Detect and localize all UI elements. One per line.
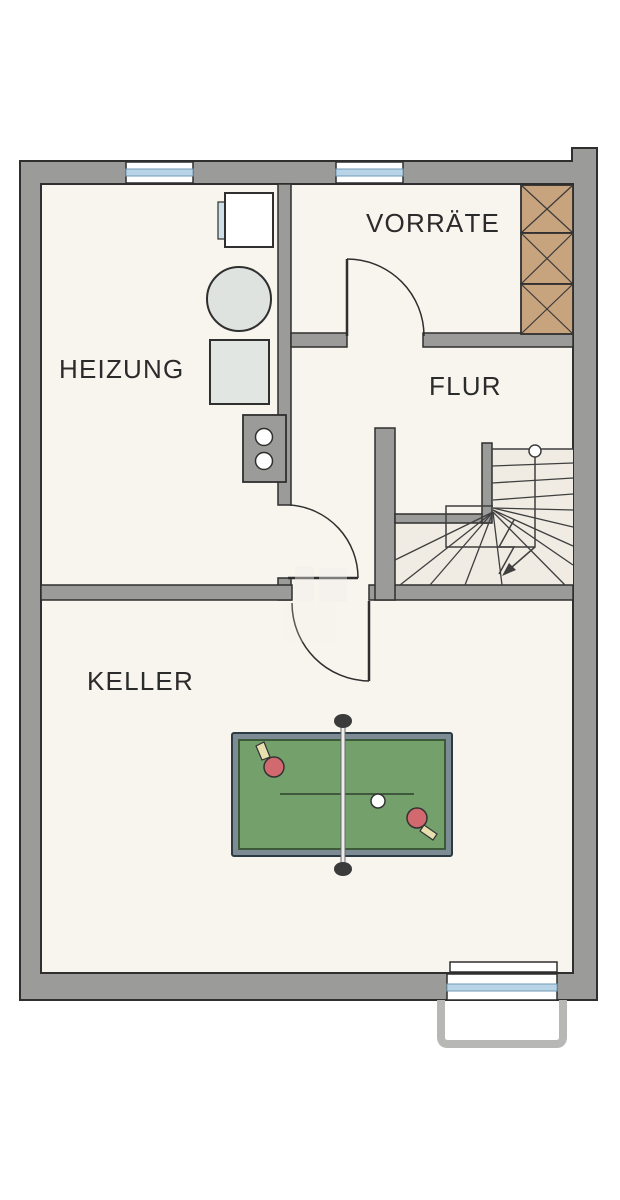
paddle-handle-icon: [419, 824, 438, 841]
stair-treads: [394, 462, 574, 586]
wall-segment: [368, 584, 574, 601]
net-post-icon: [334, 714, 352, 728]
heating-unit: [209, 339, 270, 405]
door-swing-arc: [289, 504, 359, 579]
wall-segment: [422, 332, 574, 348]
wall-boiler: [224, 192, 274, 248]
room-label-keller: KELLER: [87, 666, 194, 696]
net-post-icon: [334, 862, 352, 876]
wall-segment: [374, 427, 396, 601]
shelf-cross-icon: [520, 232, 574, 285]
stair-landing-outline: [445, 505, 535, 548]
window-glass: [125, 168, 194, 177]
ball-icon: [370, 793, 386, 809]
stair-break-line: [497, 519, 516, 575]
door-heizung: [288, 504, 359, 580]
window-heizung: [125, 161, 194, 184]
shelf-cross-icon: [520, 184, 574, 234]
heizung-equipment: [206, 192, 287, 483]
room-label-vorraete: VORRÄTE: [366, 208, 500, 238]
staircase: [394, 444, 574, 586]
walking-line-arrow-icon: [502, 563, 516, 576]
window-keller: [446, 973, 558, 1001]
watermark: [284, 566, 347, 642]
walking-line-start-icon: [528, 444, 542, 458]
wall-segment: [40, 584, 293, 601]
walking-line: [511, 455, 536, 568]
room-label-flur: FLUR: [429, 371, 502, 401]
window-glass: [335, 168, 404, 177]
meter-dial-icon: [254, 451, 274, 471]
table-tennis-table: [231, 714, 453, 876]
meter-dial-icon: [254, 427, 274, 447]
stair-floor: [395, 449, 573, 585]
window-glass: [446, 983, 558, 992]
wall-segment: [290, 332, 348, 348]
window-sill: [449, 961, 558, 973]
door-swing-arc: [346, 258, 425, 337]
door-vorraete: [345, 258, 425, 337]
room-label-heizung: HEIZUNG: [59, 354, 184, 384]
door-swing-arc: [291, 602, 370, 682]
wall-segment: [481, 442, 493, 524]
paddle-icon: [406, 807, 428, 829]
light-well: [437, 1000, 567, 1048]
paddle-icon: [263, 756, 285, 778]
room-labels: HEIZUNG VORRÄTE FLUR KELLER: [59, 208, 502, 696]
interior-walls: [40, 183, 574, 601]
shelf-cross-icon: [520, 283, 574, 335]
round-tank: [206, 266, 272, 332]
door-keller: [291, 601, 371, 682]
window-vorraete: [335, 161, 404, 184]
storage-shelf: [520, 184, 574, 335]
paddle-handle-icon: [255, 741, 271, 761]
meter-box: [242, 414, 287, 483]
